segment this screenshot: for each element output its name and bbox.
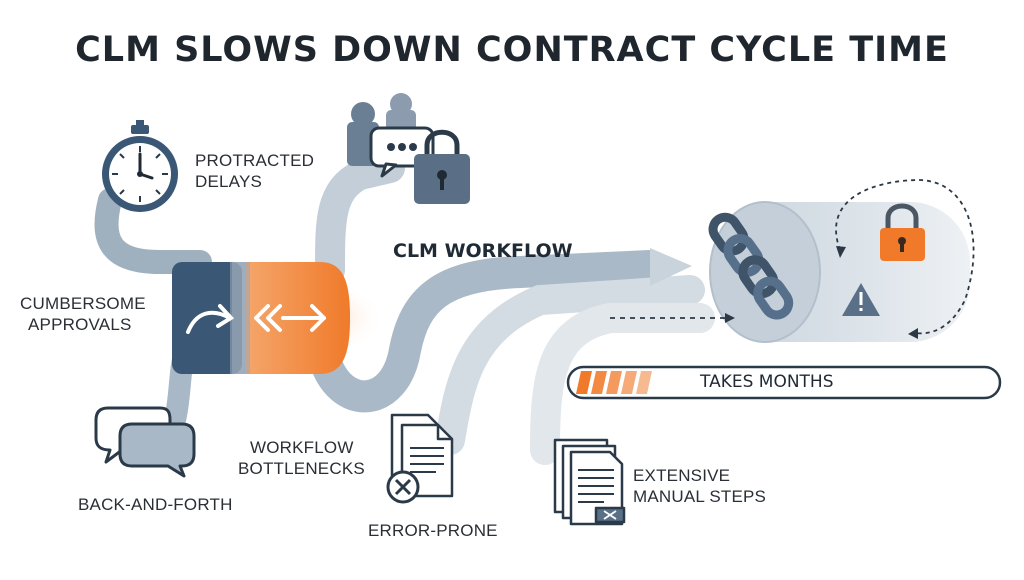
- progress-stripe: [636, 371, 652, 394]
- progress-label: TAKES MONTHS: [700, 372, 834, 392]
- label-extensive-manual-steps: EXTENSIVE MANUAL STEPS: [633, 466, 767, 506]
- stream-from-manual-steps: [530, 303, 715, 465]
- stopwatch-icon: [102, 120, 178, 212]
- documents-stack-icon: [553, 438, 626, 526]
- stream-paths: [94, 153, 715, 465]
- page-title: CLM SLOWS DOWN CONTRACT CYCLE TIME: [75, 30, 949, 70]
- bidirectional-arrow-icon: [254, 304, 326, 332]
- progress-stripe: [591, 371, 607, 394]
- progress-fill: [576, 371, 652, 394]
- dashed-loop-arrow: [835, 179, 975, 335]
- warning-icon: [842, 283, 880, 316]
- document-error-icon: [386, 413, 454, 504]
- stream-from-error-prone: [435, 275, 705, 455]
- progress-stripe: [576, 371, 592, 394]
- chain-link-icon: [708, 212, 794, 320]
- stream-s-curve: [309, 250, 666, 413]
- stream-to-people: [315, 153, 405, 285]
- workflow-label: CLM WORKFLOW: [393, 240, 573, 262]
- speech-bubbles-icon: [94, 406, 196, 478]
- label-back-and-forth: BACK-AND-FORTH: [78, 495, 233, 514]
- progress-bar: [566, 365, 1002, 400]
- progress-track: [566, 365, 1002, 400]
- label-protracted-delays: PROTRACTED DELAYS: [195, 151, 315, 191]
- padlock-icon: [880, 203, 925, 261]
- stream-from-delays: [94, 188, 212, 274]
- label-cumbersome-approvals: CUMBERSOME APPROVALS: [20, 294, 146, 334]
- redirect-arrow-icon: [186, 304, 235, 334]
- label-error-prone: ERROR-PRONE: [368, 521, 498, 540]
- people-chat-lock-icon: [347, 93, 470, 204]
- core-hub: [172, 262, 385, 374]
- progress-stripe: [621, 371, 637, 394]
- workflow-arrowhead: [650, 248, 692, 286]
- progress-stripe: [606, 371, 622, 394]
- label-workflow-bottlenecks: WORKFLOW BOTTLENECKS: [238, 438, 365, 478]
